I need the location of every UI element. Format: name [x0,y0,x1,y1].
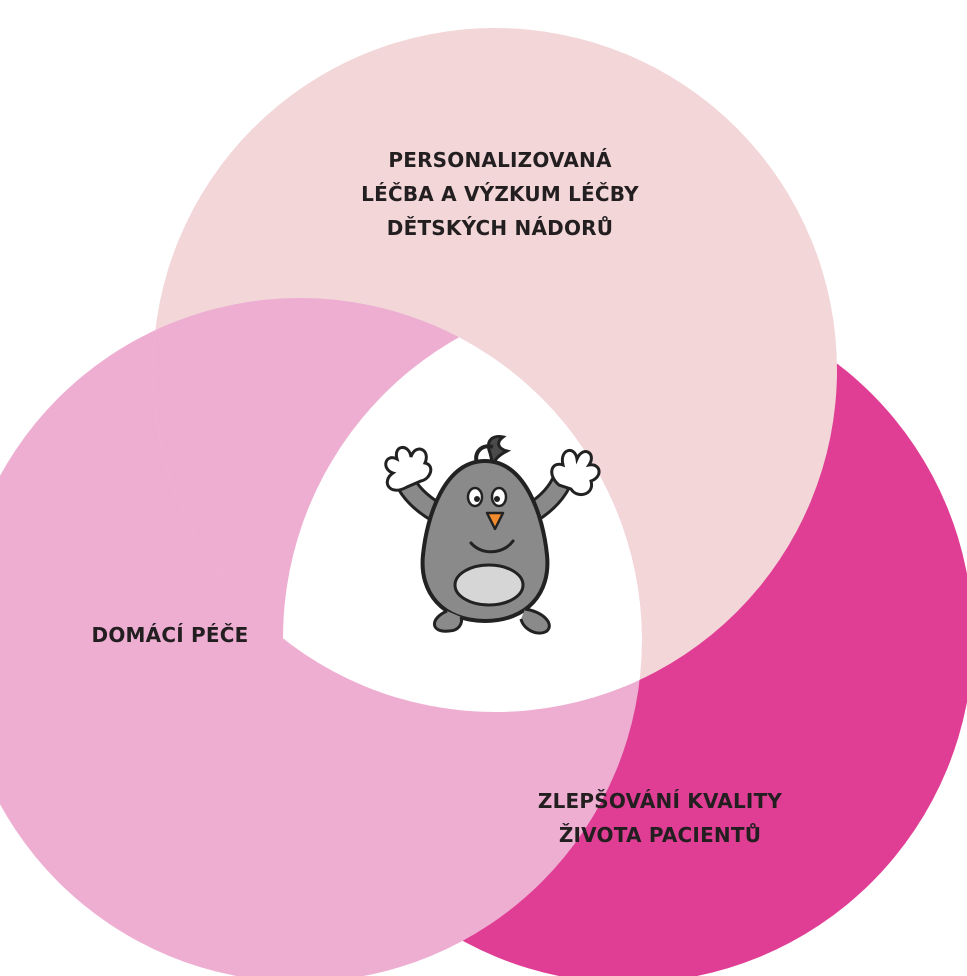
label-quality-of-life: ZLEPŠOVÁNÍ KVALITY ŽIVOTA PACIENTŮ [450,784,870,852]
label-personalized-treatment: PERSONALIZOVANÁ LÉČBA A VÝZKUM LÉČBY DĚT… [290,143,710,245]
mole-mascot-icon [384,435,601,635]
label-right-line-2: ŽIVOTA PACIENTŮ [558,823,762,847]
center-intersection [283,298,642,712]
label-home-care: DOMÁCÍ PÉČE [40,618,300,652]
label-top-line-3: DĚTSKÝCH NÁDORŮ [386,216,614,240]
label-top-line-2: LÉČBA A VÝZKUM LÉČBY [361,182,639,206]
label-top-line-1: PERSONALIZOVANÁ [388,148,612,172]
label-left-line-1: DOMÁCÍ PÉČE [91,623,249,647]
label-right-line-1: ZLEPŠOVÁNÍ KVALITY [537,789,783,813]
